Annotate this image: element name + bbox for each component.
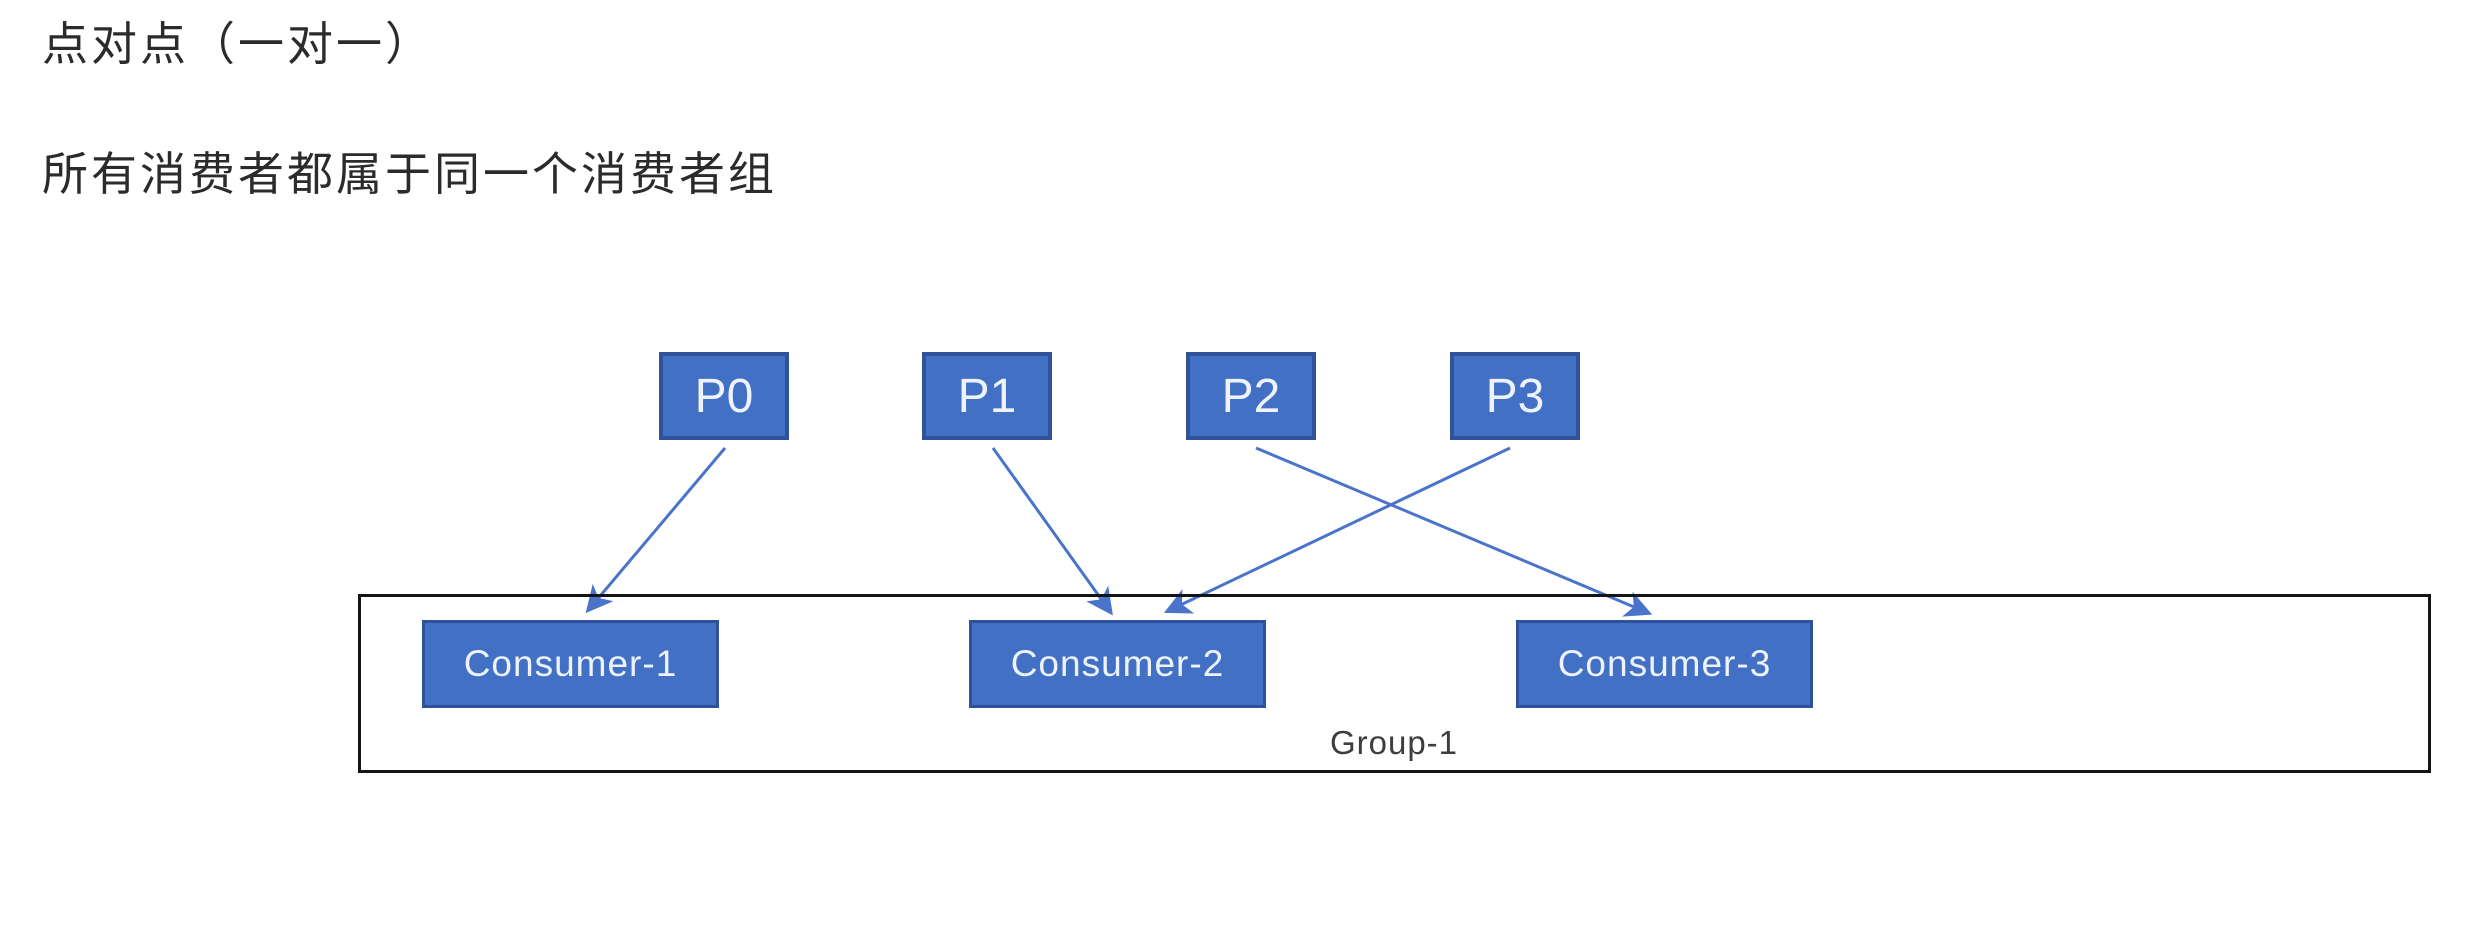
consumer-label-1: Consumer-1 xyxy=(463,643,678,684)
consumer-group-rect xyxy=(358,594,2431,773)
partition-box-p0: P0 xyxy=(659,352,789,440)
group-label: Group-1 xyxy=(1329,724,1459,761)
partition-box-p1: P1 xyxy=(922,352,1052,440)
partition-label-p0: P0 xyxy=(694,369,754,423)
consumer-label-3: Consumer-3 xyxy=(1557,643,1772,684)
partition-box-p2: P2 xyxy=(1186,352,1316,440)
partition-label-p2: P2 xyxy=(1221,369,1281,423)
partition-label-p1: P1 xyxy=(957,369,1017,423)
consumer-box-1: Consumer-1 xyxy=(422,620,719,708)
consumer-box-3: Consumer-3 xyxy=(1516,620,1813,708)
partition-label-p3: P3 xyxy=(1485,369,1545,423)
partition-box-p3: P3 xyxy=(1450,352,1580,440)
arrow-p1-to-consumer-2 xyxy=(991,447,1113,616)
arrow-p0-to-consumer-1 xyxy=(585,447,727,614)
consumer-box-2: Consumer-2 xyxy=(969,620,1266,708)
consumer-label-2: Consumer-2 xyxy=(1010,643,1225,684)
arrow-p3-to-consumer-2 xyxy=(1163,446,1511,614)
heading-consumer-group-note: 所有消费者都属于同一个消费者组 xyxy=(42,148,777,200)
heading-point-to-point: 点对点（一对一） xyxy=(42,18,434,70)
arrow-p2-to-consumer-3 xyxy=(1255,446,1653,617)
